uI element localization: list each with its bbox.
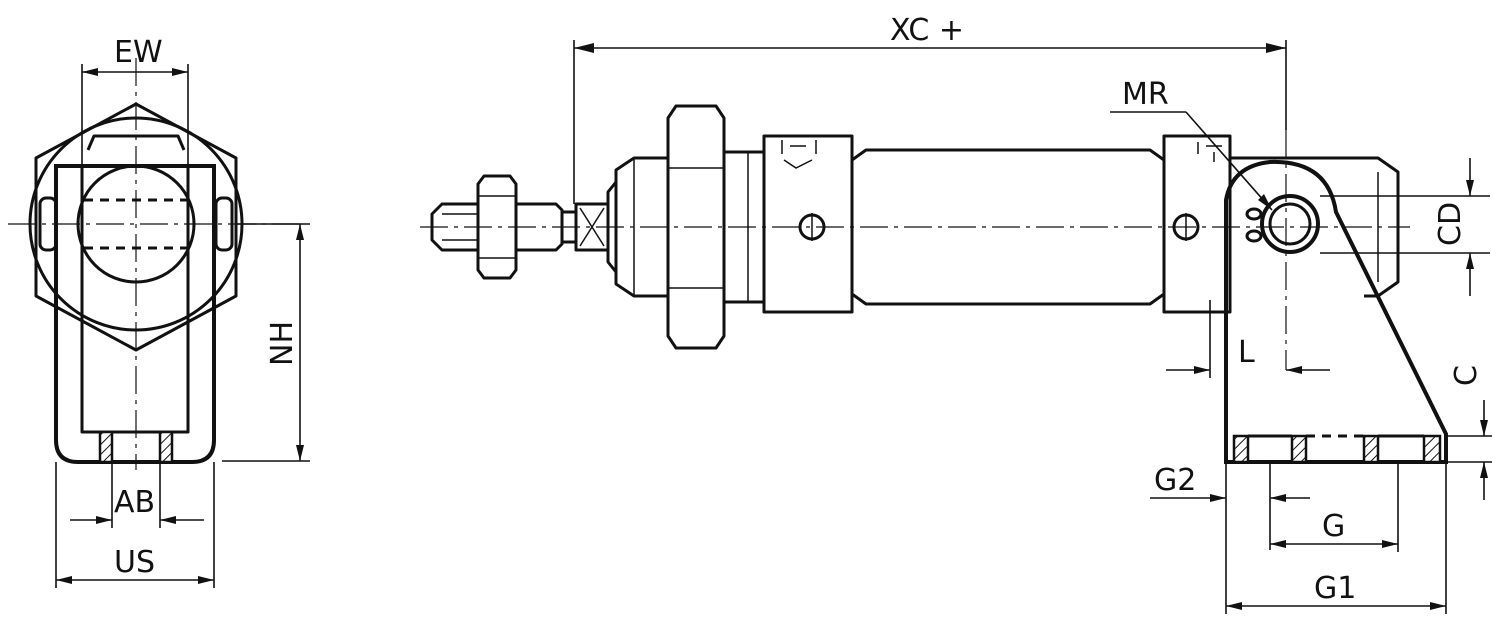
g2-arrow-left bbox=[1210, 494, 1226, 502]
mr-label: MR bbox=[1122, 77, 1169, 112]
us-label: US bbox=[114, 545, 155, 580]
nh-arrow-bottom bbox=[296, 445, 304, 461]
ew-arrow-right bbox=[172, 68, 188, 76]
mr-leader-diagonal bbox=[1185, 111, 1273, 211]
rear-port-mark bbox=[1197, 142, 1222, 162]
g2-label: G2 bbox=[1154, 463, 1196, 498]
ab-label: AB bbox=[114, 485, 155, 520]
hex-nut-outline bbox=[34, 102, 238, 352]
base-hatch-4 bbox=[1422, 434, 1442, 464]
ew-arrow-left bbox=[82, 68, 98, 76]
circlip-bottom bbox=[1245, 229, 1263, 243]
ew-label: EW bbox=[114, 35, 163, 70]
l-label: L bbox=[1238, 335, 1255, 370]
piston-rod bbox=[514, 202, 564, 252]
g1-label: G1 bbox=[1314, 571, 1356, 606]
front-port-mark bbox=[781, 140, 817, 169]
cd-arrow-top bbox=[1466, 180, 1474, 196]
g-label: G bbox=[1322, 509, 1345, 544]
pivot-bracket bbox=[1224, 159, 1448, 464]
pivot-pin-inner bbox=[1268, 202, 1312, 246]
ab-arrow-left bbox=[96, 516, 112, 524]
nh-arrow-top bbox=[296, 224, 304, 240]
clevis-outer bbox=[54, 164, 216, 464]
circlip-top bbox=[1245, 207, 1263, 221]
base-hatch-2 bbox=[1290, 434, 1308, 464]
g-arrow-left bbox=[1270, 540, 1286, 548]
bottom-section-left-hatch bbox=[98, 430, 114, 464]
g-arrow-right bbox=[1382, 540, 1398, 548]
base-hatch-3 bbox=[1362, 434, 1380, 464]
g1-arrow-left bbox=[1226, 602, 1242, 610]
top-notch bbox=[86, 134, 186, 151]
xc-arrow-left bbox=[574, 43, 594, 53]
g2-arrow-right bbox=[1270, 494, 1286, 502]
c-arrow-bottom bbox=[1480, 462, 1488, 478]
c-label: C bbox=[1449, 365, 1484, 386]
cd-arrow-bottom bbox=[1466, 253, 1474, 269]
cd-label: CD bbox=[1433, 202, 1468, 246]
pivot-pin-outer bbox=[1260, 194, 1320, 254]
c-arrow-top bbox=[1480, 420, 1488, 436]
mr-arrow bbox=[1258, 194, 1272, 210]
mounting-nut bbox=[666, 104, 726, 350]
bottom-section-right-hatch bbox=[158, 430, 174, 464]
wrench-flats-diag-2 bbox=[579, 207, 605, 247]
end-view: EW AB US NH bbox=[8, 35, 310, 588]
us-arrow-left bbox=[56, 576, 72, 584]
us-arrow-right bbox=[198, 576, 214, 584]
xc-arrow-right bbox=[1266, 43, 1286, 53]
l-arrow-right bbox=[1286, 366, 1302, 374]
rear-end-cap bbox=[1162, 134, 1232, 314]
nh-label: NH bbox=[265, 321, 300, 366]
base-hatch-1 bbox=[1232, 434, 1250, 464]
xc-label: XC + bbox=[890, 13, 964, 48]
clevis-inner bbox=[80, 166, 190, 434]
rod-lock-nut bbox=[476, 174, 518, 280]
l-arrow-left bbox=[1194, 366, 1210, 374]
g1-arrow-right bbox=[1430, 602, 1446, 610]
side-view: XC + MR CD L C G2 bbox=[420, 13, 1492, 614]
ab-arrow-right bbox=[160, 516, 176, 524]
